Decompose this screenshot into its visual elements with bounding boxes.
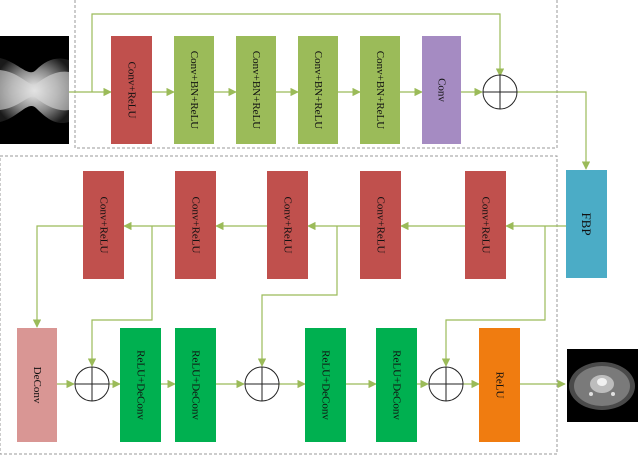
decoder-block-3: ReLU+DeConv <box>175 328 216 442</box>
encoder-block-1: Conv+ReLU <box>83 171 124 279</box>
top-sum-node <box>482 74 518 110</box>
top-block-5: Conv+BN+ReLU <box>360 36 400 144</box>
decoder-block-2-label: ReLU+DeConv <box>135 350 147 420</box>
decoder-block-4-label: ReLU+DeConv <box>320 350 332 420</box>
decoder-block-1-label: DeConv <box>31 367 43 404</box>
decoder-block-2: ReLU+DeConv <box>120 328 161 442</box>
skip-fbp-to-sum3 <box>441 226 546 367</box>
fbp-block: FBP <box>566 170 607 278</box>
ct-reconstruction-image <box>567 349 638 422</box>
decoder-block-5-label: ReLU+DeConv <box>391 350 403 420</box>
bottom-dashed-frame <box>0 155 558 455</box>
sum-node-1 <box>74 366 110 402</box>
decoder-block-6-label: ReLU <box>494 372 506 399</box>
top-block-6-label: Conv <box>436 78 448 102</box>
decoder-block-6: ReLU <box>479 328 520 442</box>
skip-e2-to-sum1 <box>87 226 153 367</box>
fbp-label: FBP <box>579 212 594 235</box>
top-block-1-label: Conv+ReLU <box>126 62 138 119</box>
top-block-4-label: Conv+BN+ReLU <box>312 51 324 129</box>
sum-node-3 <box>428 366 464 402</box>
sum-node-2 <box>244 366 280 402</box>
encoder-block-5-label: Conv+ReLU <box>480 197 492 254</box>
top-block-2-label: Conv+BN+ReLU <box>188 51 200 129</box>
encoder-block-2: Conv+ReLU <box>175 171 216 279</box>
decoder-block-5: ReLU+DeConv <box>376 328 417 442</box>
encoder-block-4-label: Conv+ReLU <box>375 197 387 254</box>
skip-e4-to-sum2 <box>257 226 338 367</box>
encoder-block-3-label: Conv+ReLU <box>282 197 294 254</box>
top-block-5-label: Conv+BN+ReLU <box>374 51 386 129</box>
encoder-block-2-label: Conv+ReLU <box>190 197 202 254</box>
top-block-2: Conv+BN+ReLU <box>174 36 214 144</box>
decoder-block-3-label: ReLU+DeConv <box>190 350 202 420</box>
arrow-e1-deconv <box>32 225 83 328</box>
sinogram-image <box>0 36 69 144</box>
encoder-block-1-label: Conv+ReLU <box>98 197 110 254</box>
encoder-block-3: Conv+ReLU <box>267 171 308 279</box>
decoder-block-1: DeConv <box>17 328 57 442</box>
arrow-to-fbp <box>517 91 591 170</box>
encoder-block-5: Conv+ReLU <box>465 171 506 279</box>
top-block-6: Conv <box>422 36 461 144</box>
encoder-block-4: Conv+ReLU <box>360 171 401 279</box>
top-block-3: Conv+BN+ReLU <box>236 36 276 144</box>
top-block-4: Conv+BN+ReLU <box>298 36 338 144</box>
decoder-block-4: ReLU+DeConv <box>305 328 346 442</box>
top-block-1: Conv+ReLU <box>111 36 152 144</box>
top-skip-connection <box>91 13 505 92</box>
top-block-3-label: Conv+BN+ReLU <box>250 51 262 129</box>
